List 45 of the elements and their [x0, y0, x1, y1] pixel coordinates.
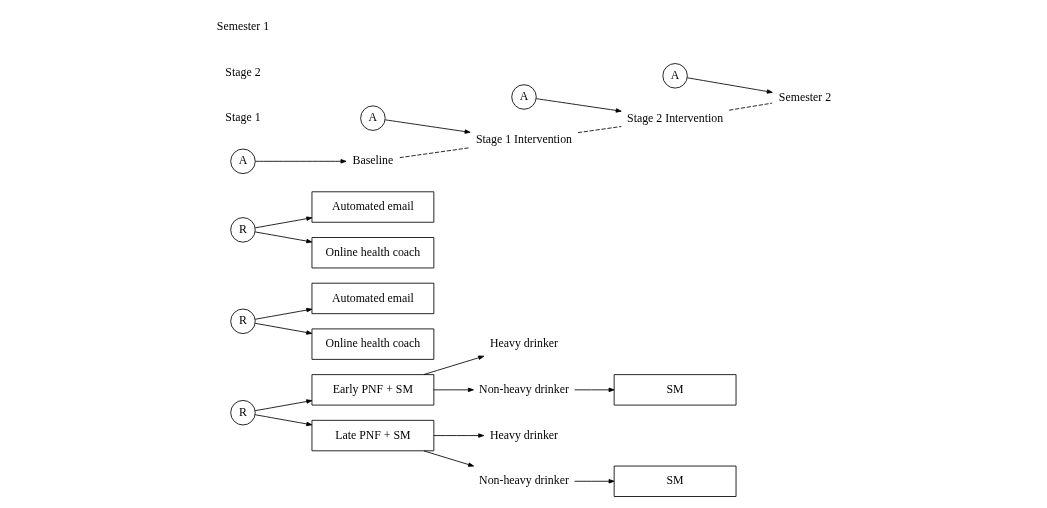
- arrow: [432, 387, 474, 393]
- arrow: [254, 159, 346, 164]
- node-text: Semester 2: [778, 89, 831, 104]
- arrow: [535, 98, 622, 113]
- arrow: [573, 479, 614, 484]
- node-circle: A: [359, 105, 386, 131]
- node-box: SM: [613, 374, 736, 406]
- node-box: Online health coach: [311, 237, 434, 269]
- node-box: Automated email: [311, 191, 434, 223]
- node-circle: A: [229, 148, 256, 174]
- arrow: [423, 355, 484, 375]
- arrow: [254, 399, 312, 412]
- arrow: [432, 433, 484, 438]
- node-circle: A: [510, 84, 537, 110]
- node-box: Late PNF + SM: [311, 419, 434, 452]
- arrow: [254, 216, 312, 229]
- arrow: [573, 387, 614, 393]
- node-text: Baseline: [352, 153, 393, 168]
- node-box: Automated email: [311, 282, 434, 315]
- connector: [577, 126, 622, 134]
- node-circle: R: [229, 400, 256, 426]
- node-text: Stage 2 Intervention: [626, 111, 723, 126]
- label: Stage 1: [224, 110, 261, 125]
- node-box: Early PNF + SM: [311, 374, 434, 406]
- node-circle: R: [229, 217, 256, 243]
- node-circle: R: [229, 308, 256, 334]
- node-text: Non-heavy drinker: [478, 381, 569, 396]
- label: Stage 2: [224, 64, 261, 79]
- arrow: [384, 119, 471, 134]
- connector: [728, 102, 773, 111]
- arrow: [254, 307, 312, 320]
- arrow: [254, 414, 312, 427]
- arrow: [686, 77, 773, 94]
- node-text: Stage 1 Intervention: [475, 132, 572, 147]
- node-text: Non-heavy drinker: [478, 473, 569, 488]
- arrow: [423, 450, 474, 467]
- arrow: [254, 322, 312, 335]
- node-text: Heavy drinker: [489, 427, 558, 442]
- arrow: [254, 231, 312, 244]
- node-box: SM: [613, 465, 736, 497]
- node-circle: A: [661, 63, 688, 89]
- node-box: Online health coach: [311, 328, 434, 360]
- connector: [398, 147, 471, 159]
- node-text: Heavy drinker: [489, 336, 558, 351]
- label: Semester 1: [216, 18, 269, 33]
